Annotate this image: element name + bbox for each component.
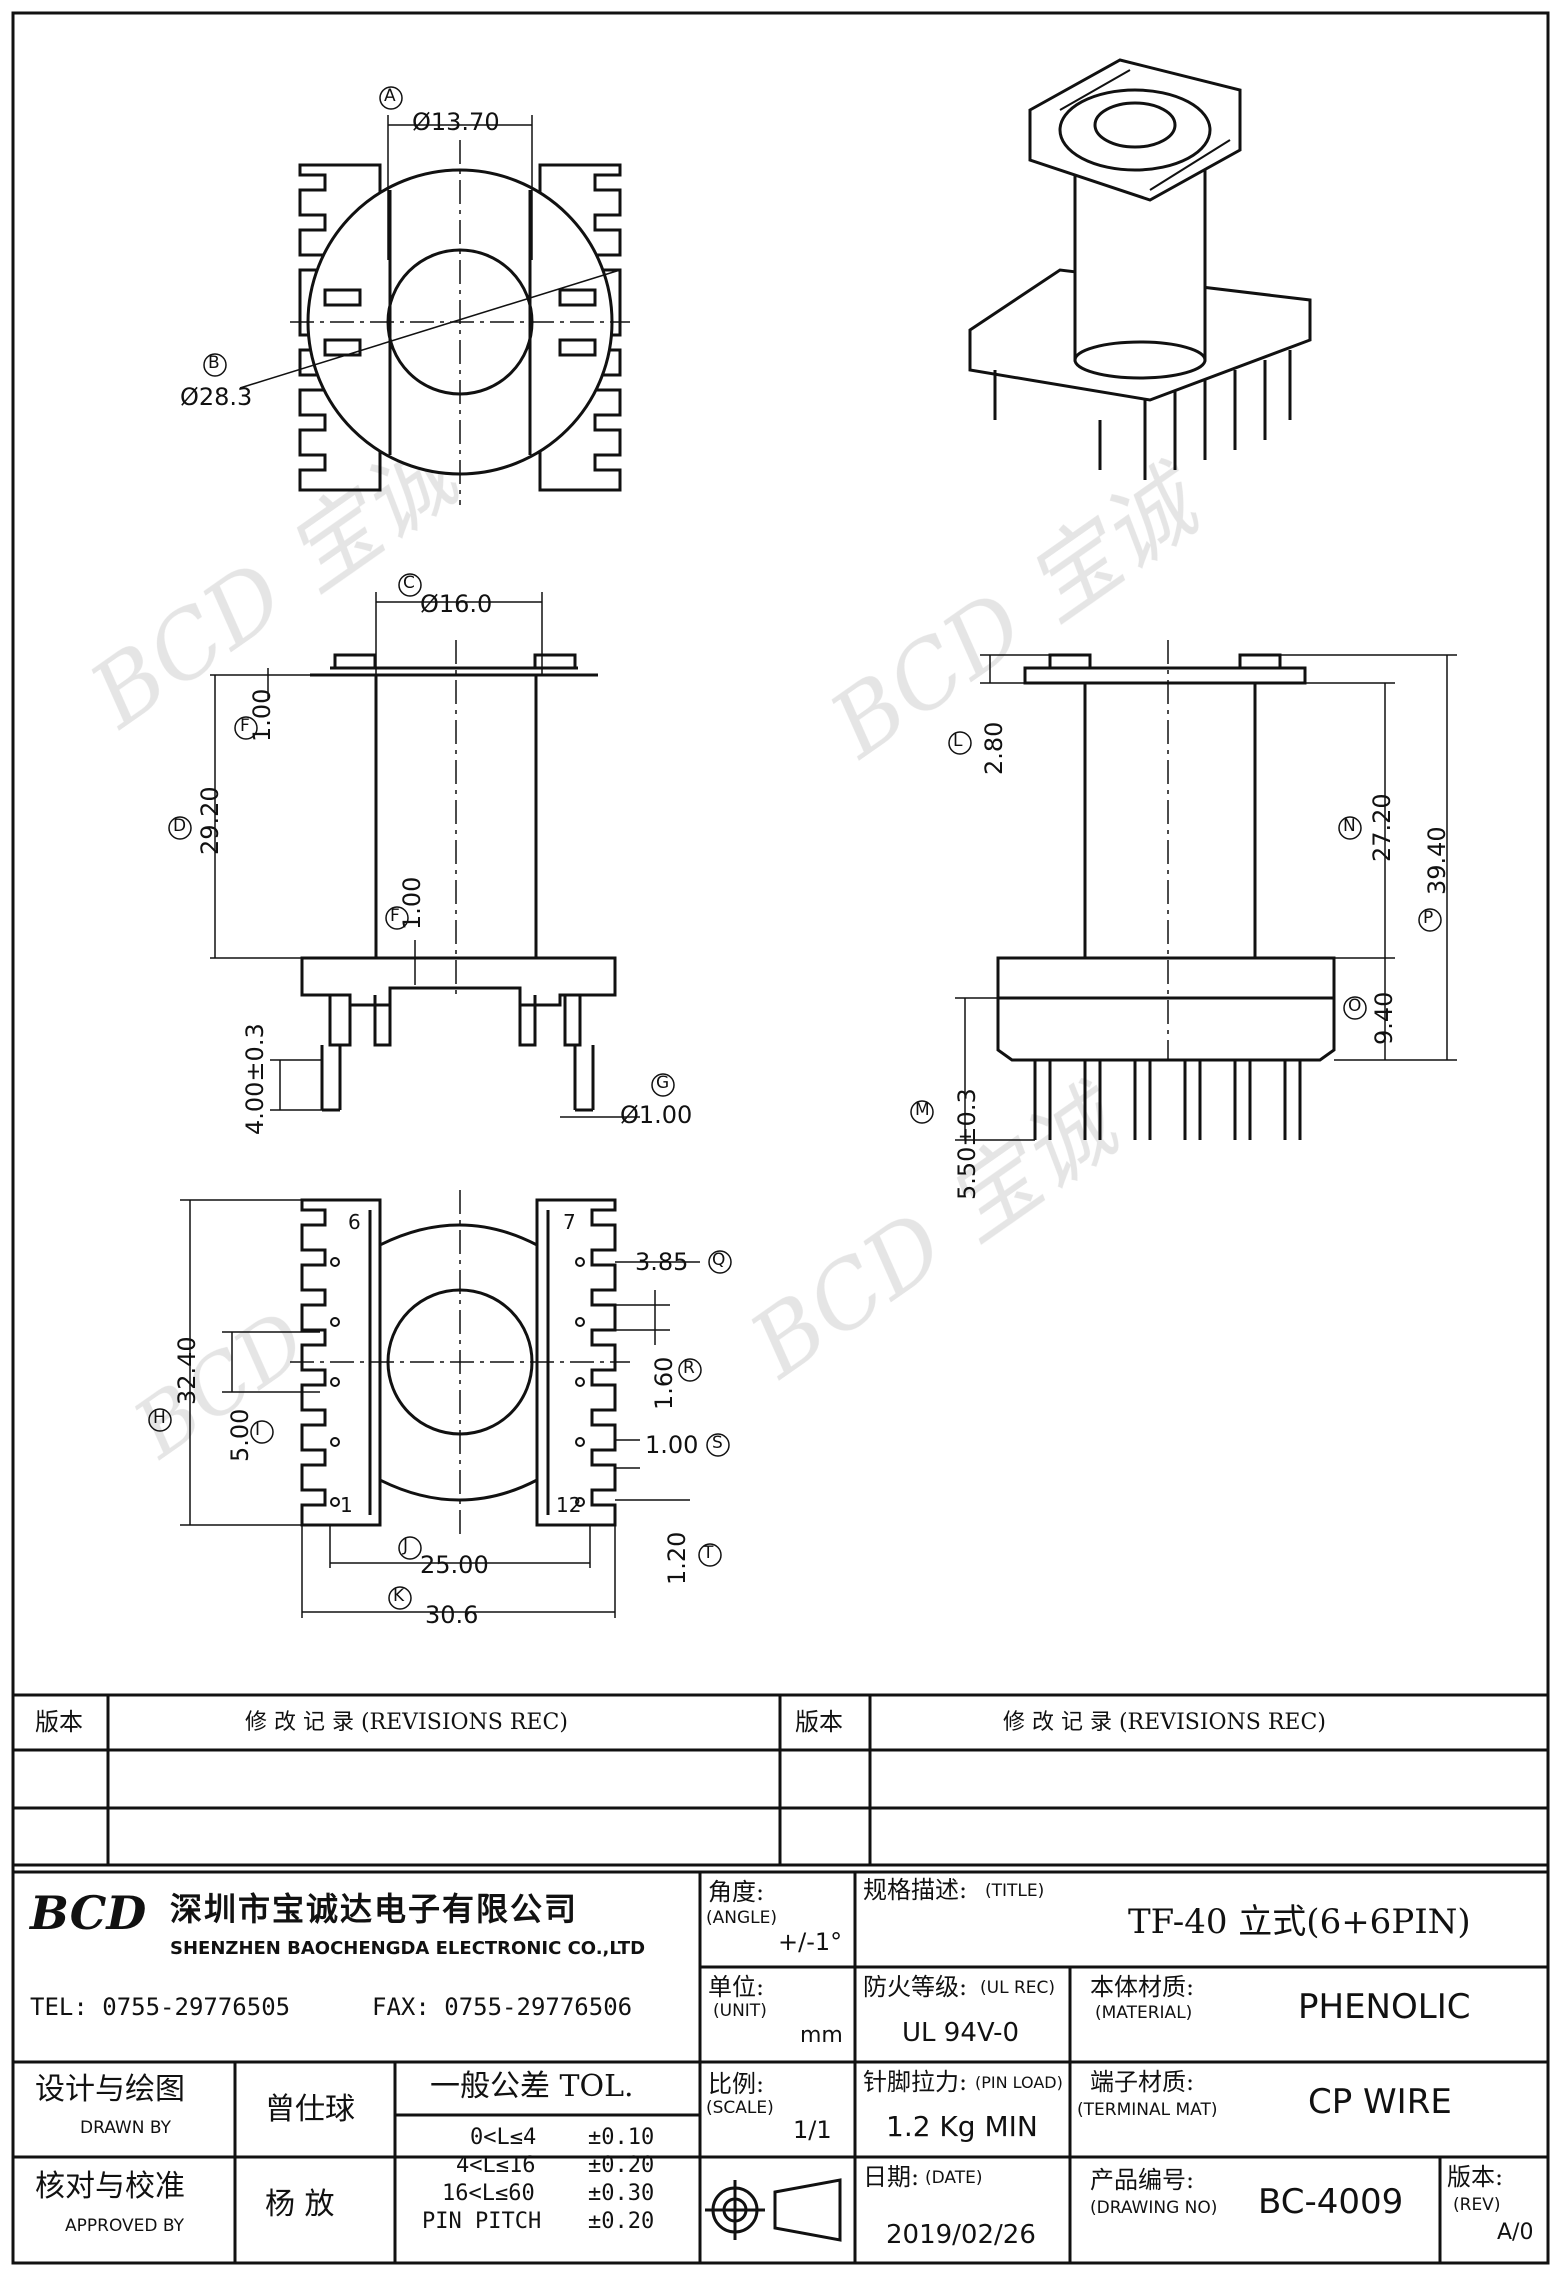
- bottom-view-dims: [148, 1199, 732, 1618]
- svg-text:BCD 宝诚: BCD 宝诚: [731, 1066, 1145, 1399]
- front-view: [300, 653, 617, 1112]
- bottom-view-centerlines: [290, 1190, 630, 1535]
- isometric-view: [968, 58, 1312, 402]
- projection-symbol-icon: [705, 2178, 842, 2242]
- top-view-dims: [203, 86, 621, 389]
- svg-text:BCD 宝诚: BCD 宝诚: [811, 446, 1225, 779]
- isometric-pins: [993, 350, 1292, 480]
- title-block-grid: [13, 1693, 1548, 2263]
- side-view: [996, 653, 1336, 1062]
- side-view-dims: [910, 654, 1457, 1141]
- side-view-pins: [1033, 1060, 1302, 1140]
- front-view-dims: [168, 573, 675, 1118]
- drawing-border: [11, 11, 1550, 2265]
- bottom-view-holes: [330, 1257, 585, 1507]
- top-view-centerlines: [290, 140, 630, 505]
- svg-text:BCD: BCD: [116, 1293, 323, 1477]
- watermark: BCD 宝诚 BCD 宝诚 BCD 宝诚 BCD: [71, 416, 1225, 1477]
